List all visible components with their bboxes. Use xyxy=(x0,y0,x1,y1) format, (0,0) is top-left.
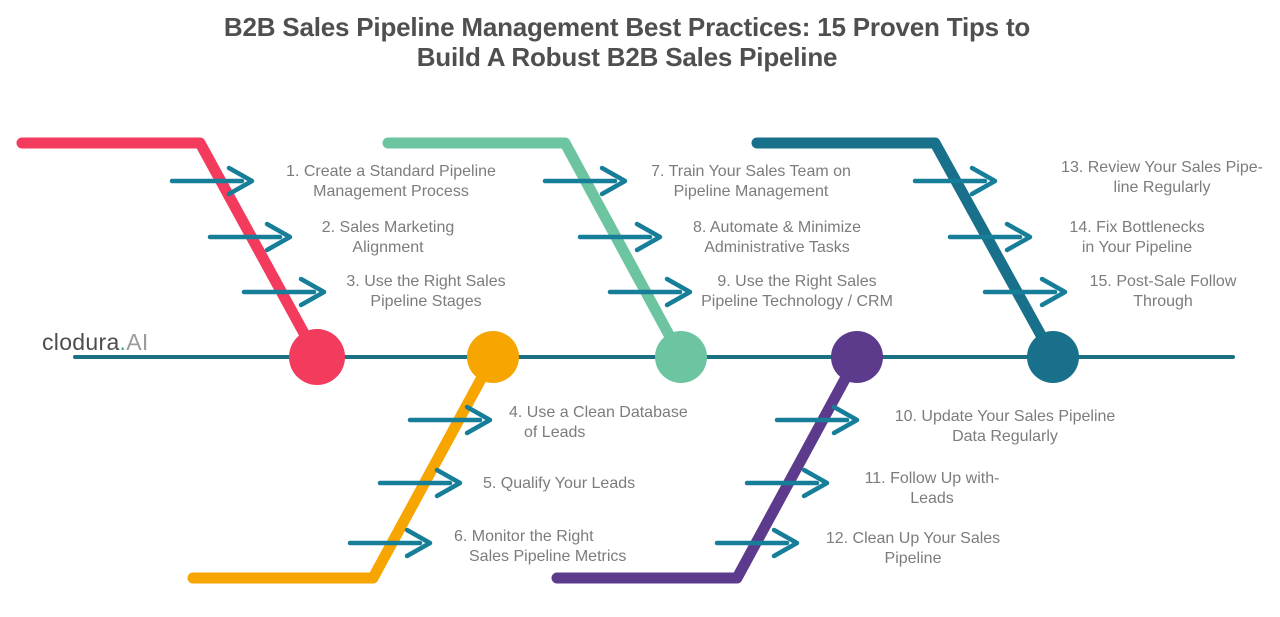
bone-yellow xyxy=(187,351,499,584)
tip-11-line-1: 11. Follow Up with- xyxy=(864,470,1000,487)
tip-6-line-1: 6. Monitor the Right xyxy=(454,528,594,545)
tip-3-line-2: Pipeline Stages xyxy=(370,293,482,310)
tip-14-line-1: 14. Fix Bottlenecks xyxy=(1069,219,1205,236)
page-title-line-2: Build A Robust B2B Sales Pipeline xyxy=(416,42,838,72)
tip-1-line-1: 1. Create a Standard Pipeline xyxy=(286,163,496,180)
arrow-icon-11 xyxy=(744,467,830,499)
tip-8-line-1: 8. Automate & Minimize xyxy=(692,219,862,236)
tip-12-line-2: Pipeline xyxy=(884,550,942,567)
logo-name: clodura xyxy=(42,329,120,355)
node-circle-yellow xyxy=(467,331,519,383)
tip-6-line-2: Sales Pipeline Metrics xyxy=(469,548,627,565)
arrow-icon-2 xyxy=(207,221,293,253)
bone-teal xyxy=(751,137,1059,363)
tip-14: 14. Fix Bottlenecks in Your Pipeline xyxy=(1069,218,1204,258)
logo-suffix: AI xyxy=(126,329,149,355)
tip-7: 7. Train Your Sales Team on Pipeline Mana… xyxy=(651,162,851,202)
page-title: B2B Sales Pipeline Management Best Pract… xyxy=(0,12,1254,72)
tip-1-line-2: Management Process xyxy=(313,183,469,200)
tip-11: 11. Follow Up with- Leads xyxy=(865,469,1000,509)
node-circle-purple xyxy=(831,331,883,383)
arrow-icon-14 xyxy=(947,221,1033,253)
tip-13-line-2: line Regularly xyxy=(1113,179,1211,196)
bone-purple xyxy=(551,351,863,584)
tip-13: 13. Review Your Sales Pipe-line Regularl… xyxy=(1061,158,1263,198)
arrow-icon-12 xyxy=(714,527,800,559)
bone-green xyxy=(382,137,687,363)
tip-9-line-1: 9. Use the Right Sales xyxy=(717,273,877,290)
arrow-icon-6 xyxy=(347,527,433,559)
arrow-icon-7 xyxy=(542,165,628,197)
tip-10-line-2: Data Regularly xyxy=(952,428,1058,445)
tip-2-line-1: 2. Sales Marketing xyxy=(321,219,455,236)
tip-7-line-2: Pipeline Management xyxy=(673,183,829,200)
tip-5-line-1: 5. Qualify Your Leads xyxy=(483,475,636,492)
arrow-icon-5 xyxy=(377,467,463,499)
arrow-icon-13 xyxy=(912,165,998,197)
tip-11-line-2: Leads xyxy=(910,490,954,507)
node-circle-green xyxy=(655,331,707,383)
bone-pink xyxy=(16,137,323,363)
tip-2-line-2: Alignment xyxy=(352,239,424,256)
tip-12-line-1: 12. Clean Up Your Sales xyxy=(825,530,1001,547)
tip-15-line-1: 15. Post-Sale Follow xyxy=(1089,273,1237,290)
arrow-icon-3 xyxy=(241,276,327,308)
logo-dot: . xyxy=(119,329,127,355)
tip-4: 4. Use a Clean Database of Leads xyxy=(509,403,688,443)
tip-13-line-1: 13. Review Your Sales Pipe- xyxy=(1061,159,1263,176)
arrow-icon-4 xyxy=(407,404,493,436)
arrow-icon-9 xyxy=(607,276,693,308)
node-circle-teal xyxy=(1027,331,1079,383)
tip-4-line-2: of Leads xyxy=(524,424,586,441)
tip-4-line-1: 4. Use a Clean Database xyxy=(509,404,688,421)
tip-15-line-2: Through xyxy=(1133,293,1193,310)
tip-14-line-2: in Your Pipeline xyxy=(1081,239,1193,256)
page-title-line-1: B2B Sales Pipeline Management Best Pract… xyxy=(223,12,1031,42)
tip-3-line-1: 3. Use the Right Sales xyxy=(346,273,506,290)
tip-8-line-2: Administrative Tasks xyxy=(704,239,850,256)
tip-5: 5. Qualify Your Leads xyxy=(483,474,635,494)
tip-10-line-1: 10. Update Your Sales Pipeline xyxy=(894,408,1116,425)
arrow-icon-8 xyxy=(577,221,663,253)
tip-7-line-1: 7. Train Your Sales Team on xyxy=(651,163,851,180)
node-circle-pink xyxy=(289,329,345,385)
tip-9-line-2: Pipeline Technology / CRM xyxy=(701,293,893,310)
clodura-logo: clodura.AI xyxy=(42,329,149,356)
arrow-icons xyxy=(169,165,1068,559)
arrow-icon-10 xyxy=(774,404,860,436)
arrow-icon-1 xyxy=(169,165,255,197)
arrow-icon-15 xyxy=(982,276,1068,308)
